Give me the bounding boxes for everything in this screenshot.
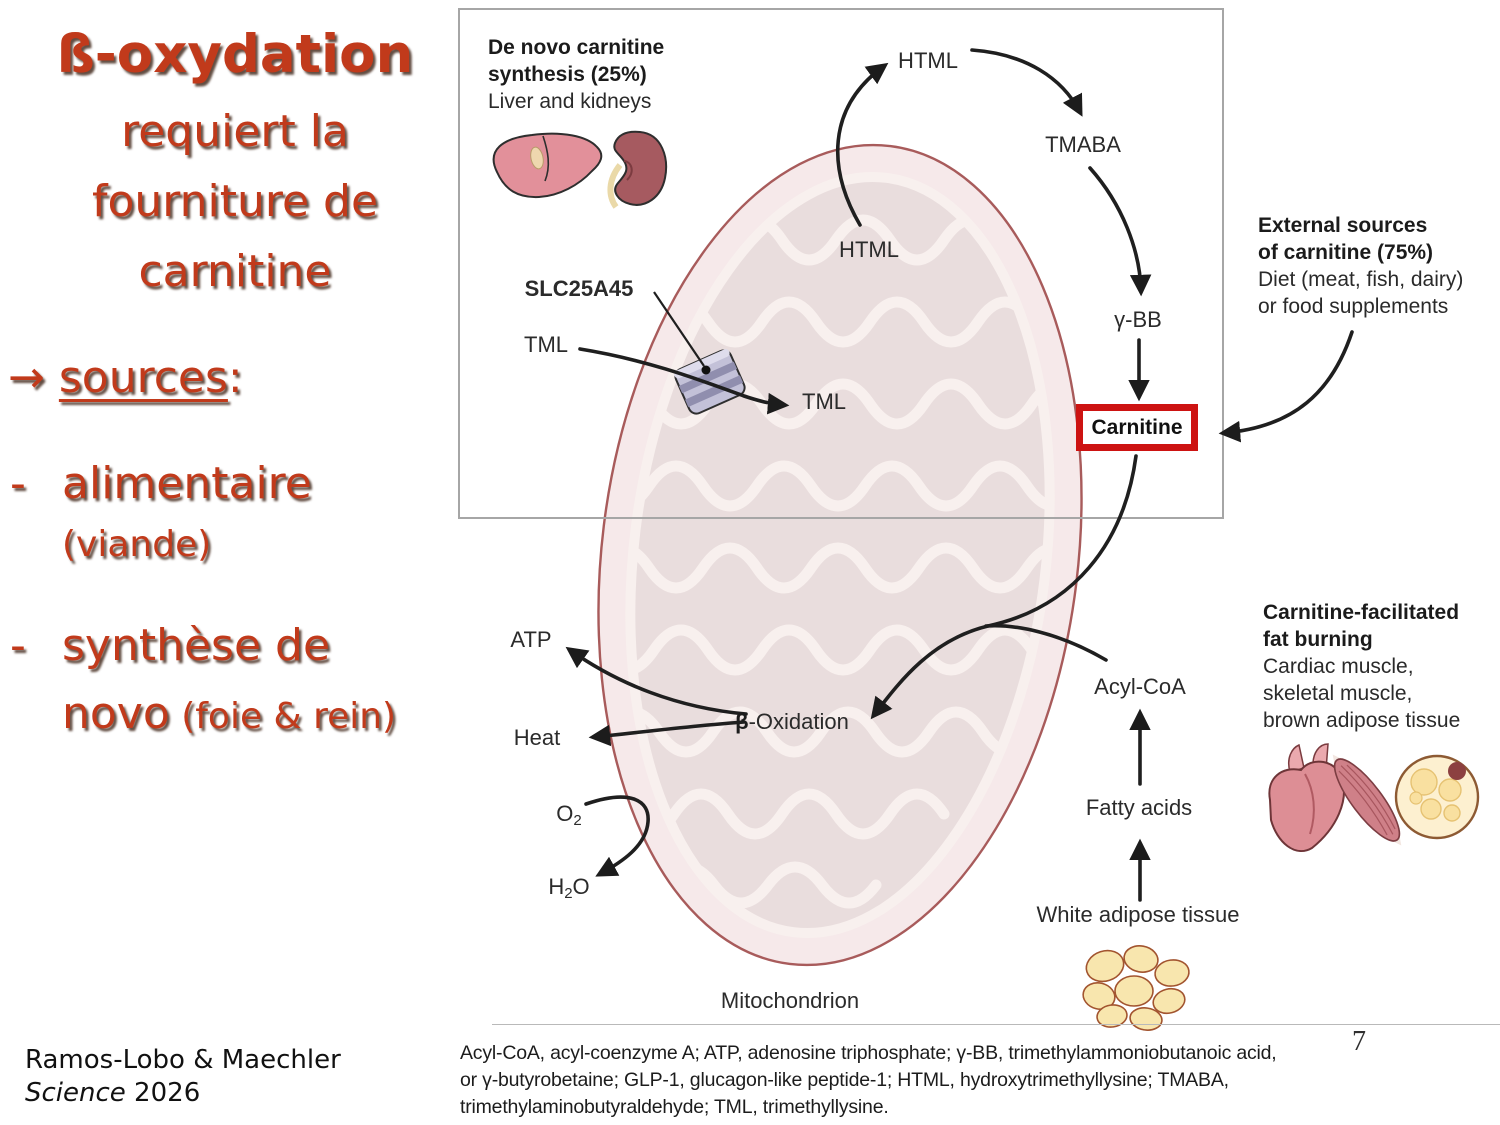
arrow-tmaba-to-gbb <box>1088 166 1152 297</box>
h2o-o: O <box>572 874 590 899</box>
external-sources-block: External sources of carnitine (75%) Diet… <box>1258 212 1463 320</box>
h2o-sub: 2 <box>564 885 573 902</box>
arrow-o2-to-h2o <box>584 795 650 877</box>
sources-line: → sources: <box>8 352 243 403</box>
de-novo-title-line1: De novo carnitine <box>488 36 665 59</box>
external-line4: or food supplements <box>1258 295 1449 318</box>
label-html-inner: HTML <box>839 237 899 262</box>
label-mitochondrion: Mitochondrion <box>720 988 860 1013</box>
label-oxidation: -Oxidation <box>748 709 849 734</box>
label-html-outer: HTML <box>898 48 958 73</box>
fat-line3: Cardiac muscle, <box>1263 655 1414 678</box>
label-white-adipose: White adipose tissue <box>1036 902 1240 927</box>
label-beta-oxidation: β-Oxidation <box>735 709 849 735</box>
citation-year: 2026 <box>125 1078 201 1108</box>
bullet-alimentaire-text: alimentaire <box>62 458 312 509</box>
slide-title-line1: ß-oxydation <box>56 24 414 85</box>
kidney-icon <box>607 130 667 209</box>
label-gamma-bb: γ-BB <box>1114 307 1162 332</box>
fat-line5: brown adipose tissue <box>1263 709 1461 732</box>
label-carnitine: Carnitine <box>1091 415 1183 439</box>
fat-burning-block: Carnitine-facilitated fat burning Cardia… <box>1263 599 1460 734</box>
label-acyl-coa: Acyl-CoA <box>1094 674 1186 699</box>
pointer-slc25a45-dot <box>701 365 711 375</box>
carnitine-box: Carnitine <box>1076 404 1198 451</box>
white-adipose-icon <box>1082 945 1190 1031</box>
bullet-synthese-line2: novo (foie & rein) <box>62 688 396 739</box>
o2-base: O <box>556 801 574 826</box>
bullet-synthese: -synthèse de <box>10 620 330 671</box>
liver-icon <box>492 132 603 199</box>
slide-title-line3: fourniture de <box>91 176 379 227</box>
caption-line2: or γ-butyrobetaine; GLP-1, glucagon-like… <box>460 1069 1229 1091</box>
slide-title-line2: requiert la <box>121 106 349 157</box>
external-title-line1: External sources <box>1258 214 1428 237</box>
label-h2o: H2O <box>548 874 589 902</box>
pointer-slc25a45 <box>653 291 705 367</box>
arrow-right-icon: → <box>8 352 45 403</box>
arrow-htmlout-to-tmaba <box>970 48 1083 117</box>
sources-word: sources <box>58 352 228 403</box>
label-tmaba: TMABA <box>1045 132 1121 157</box>
mitochondrion-illustration <box>589 143 1091 967</box>
muscle-icon <box>1332 754 1402 846</box>
label-tml-inner: TML <box>802 389 846 414</box>
bullet-dash: - <box>10 620 26 671</box>
bullet-alimentaire: -alimentaire <box>10 458 312 509</box>
citation: Ramos-Lobo & Maechler Science 2026 <box>25 1044 341 1110</box>
bullet-novo-text: novo <box>62 688 170 739</box>
abbreviation-caption: Acyl-CoA, acyl-coenzyme A; ATP, adenosin… <box>460 1040 1277 1121</box>
fat-line4: skeletal muscle, <box>1263 682 1413 705</box>
external-title-line2: of carnitine (75%) <box>1258 241 1434 264</box>
arrow-carnitine-to-betaoxidation <box>870 454 1138 720</box>
citation-authors: Ramos-Lobo & Maechler <box>25 1045 341 1075</box>
label-slc25a45: SLC25A45 <box>524 276 634 301</box>
label-o2: O2 <box>556 801 581 829</box>
caption-line1: Acyl-CoA, acyl-coenzyme A; ATP, adenosin… <box>460 1042 1277 1064</box>
fat-title-line2: fat burning <box>1263 628 1373 651</box>
citation-journal-line: Science 2026 <box>25 1077 341 1110</box>
fat-title-line1: Carnitine-facilitated <box>1263 601 1460 624</box>
arrow-betaoxidation-to-atp <box>565 646 748 716</box>
label-heat: Heat <box>513 725 561 750</box>
caption-separator <box>492 1024 1500 1025</box>
label-atp: ATP <box>510 627 552 652</box>
de-novo-title-line2: synthesis (25%) <box>488 63 647 86</box>
arrow-htmlin-to-htmlout <box>836 62 889 227</box>
label-fatty-acids: Fatty acids <box>1085 795 1193 820</box>
diagram-frame <box>458 8 1224 519</box>
de-novo-subtitle: Liver and kidneys <box>488 90 652 113</box>
bullet-synthese-text: synthèse de <box>62 620 331 671</box>
citation-journal: Science <box>25 1078 126 1108</box>
adipocyte-icon <box>1394 754 1480 840</box>
arrow-diet-to-carnitine <box>1218 330 1354 443</box>
heart-icon <box>1268 743 1345 853</box>
bullet-foie-rein-text: (foie & rein) <box>169 696 397 737</box>
h2o-h: H <box>548 874 565 899</box>
line-acylcoa-join <box>984 623 1108 662</box>
slide-title-line4: carnitine <box>138 246 332 297</box>
external-line3: Diet (meat, fish, dairy) <box>1258 268 1464 291</box>
bullet-dash: - <box>10 458 26 509</box>
label-tml-outer: TML <box>524 332 568 357</box>
bullet-alimentaire-sub: (viande) <box>62 524 212 565</box>
page-number: 7 <box>1352 1026 1366 1057</box>
o2-sub: 2 <box>573 812 582 829</box>
caption-line3: trimethylaminobutyraldehyde; TML, trimet… <box>460 1096 889 1118</box>
label-beta: β <box>735 709 749 734</box>
arrow-betaoxidation-to-heat <box>588 720 746 747</box>
sources-colon: : <box>227 352 243 403</box>
de-novo-block: De novo carnitine synthesis (25%) Liver … <box>488 34 664 115</box>
arrow-tml-through-transporter <box>578 347 790 415</box>
